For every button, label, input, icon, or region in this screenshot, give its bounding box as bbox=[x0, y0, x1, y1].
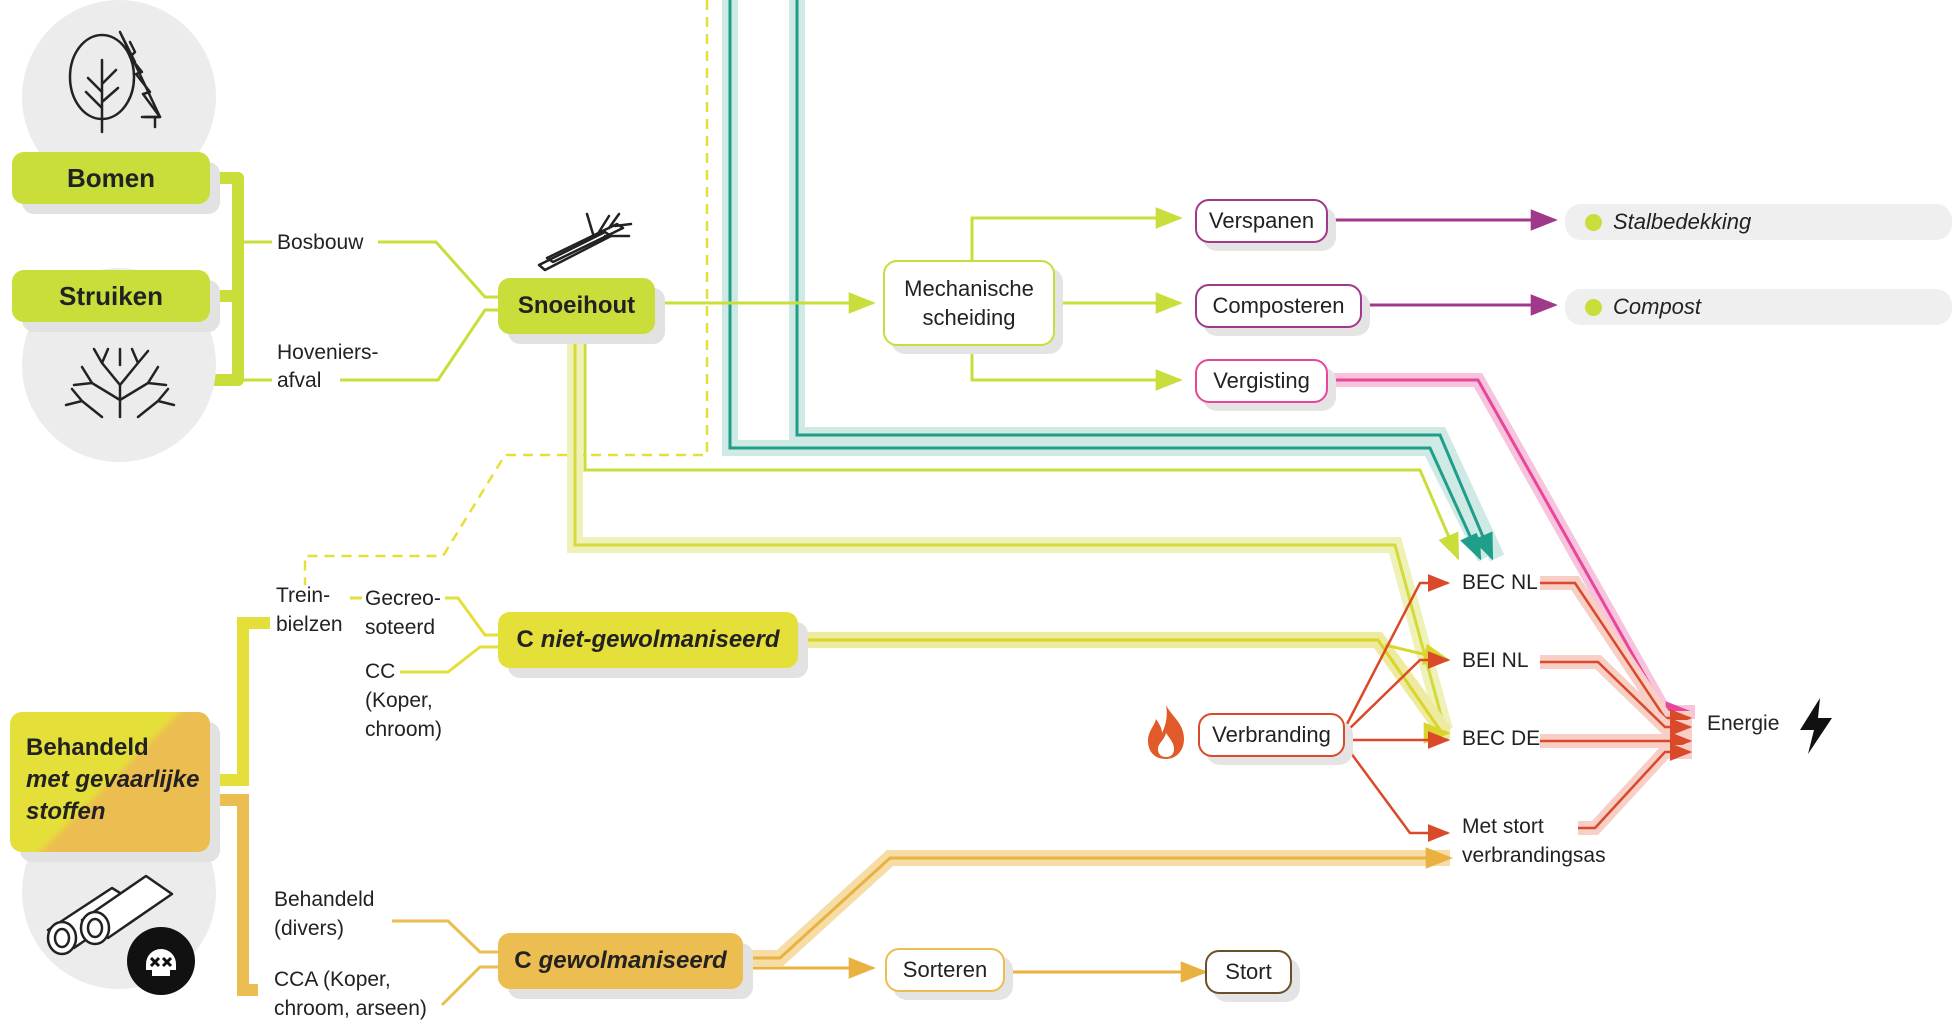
hoveniers-to-snoeihout bbox=[340, 308, 505, 382]
treinbielzen-bracket bbox=[210, 617, 270, 786]
cca-label-1: CCA (Koper, bbox=[274, 968, 391, 991]
behandeld-title: Behandeld bbox=[26, 734, 149, 761]
treinbielzen-label-1: Trein- bbox=[276, 584, 331, 607]
bec-nl-label: BEC NL bbox=[1462, 571, 1538, 594]
mech-to-vergisting bbox=[970, 345, 1183, 391]
snoeihout-box: Snoeihout bbox=[498, 278, 655, 334]
becnl-band bbox=[1540, 576, 1692, 725]
met-stort-label-1: Met stort bbox=[1462, 815, 1544, 838]
verbranding-label: Verbranding bbox=[1212, 721, 1331, 747]
sorteren-node: Sorteren bbox=[885, 948, 1005, 992]
mechanische-label-1: Mechanische bbox=[904, 276, 1034, 301]
mechanische-scheiding-node: Mechanische scheiding bbox=[883, 260, 1055, 346]
divers-to-cgew bbox=[392, 919, 500, 954]
hoveniersafval-label-1: Hoveniers- bbox=[277, 341, 379, 364]
composteren-node: Composteren bbox=[1195, 284, 1362, 328]
trees-icon bbox=[68, 30, 162, 134]
snoeihout-label: Snoeihout bbox=[517, 292, 636, 319]
c-niet-italic: niet-gewolmaniseerd bbox=[540, 626, 780, 653]
sorteren-label: Sorteren bbox=[902, 956, 988, 982]
compost-label: Compost bbox=[1613, 294, 1702, 319]
snoeihout-to-becnl bbox=[583, 335, 1460, 561]
cca-to-cgew bbox=[440, 965, 500, 1007]
cgew-to-metstort bbox=[745, 847, 1453, 960]
compost-dot bbox=[1585, 299, 1602, 316]
branches-icon bbox=[537, 212, 633, 272]
energie-label: Energie bbox=[1707, 712, 1780, 735]
metstort-band bbox=[1578, 745, 1692, 835]
stort-node: Stort bbox=[1205, 950, 1292, 994]
stalbedekking-label: Stalbedekking bbox=[1613, 209, 1752, 234]
flame-icon bbox=[1148, 705, 1184, 759]
beinl-to-energie bbox=[1540, 660, 1693, 736]
verbranding-to-becnl bbox=[1343, 574, 1451, 729]
verbranding-to-metstort bbox=[1343, 744, 1451, 842]
gecreosoteerd-label-1: Gecreo- bbox=[365, 587, 441, 610]
behandeld-divers-label-2: (divers) bbox=[274, 917, 345, 940]
skull-icon bbox=[127, 927, 195, 995]
stalbedekking-dot bbox=[1585, 214, 1602, 231]
cniet-band bbox=[800, 632, 1452, 741]
bec-de-label: BEC DE bbox=[1462, 727, 1541, 750]
vergisting-label: Vergisting bbox=[1213, 367, 1310, 393]
vergisting-node: Vergisting bbox=[1195, 359, 1328, 403]
cc-to-cniet bbox=[400, 645, 505, 674]
gecreo-to-cniet bbox=[445, 596, 505, 637]
compost-product: Compost bbox=[1565, 289, 1952, 325]
verspanen-label: Verspanen bbox=[1208, 207, 1315, 233]
mech-to-verspanen bbox=[970, 207, 1183, 260]
stalbedekking-product: Stalbedekking bbox=[1565, 204, 1952, 240]
teal-flow-line-1 bbox=[728, 0, 1482, 561]
logs-icon bbox=[46, 874, 174, 956]
mechanische-label-2: scheiding bbox=[922, 305, 1016, 330]
bomen-struiken-bracket bbox=[210, 172, 244, 386]
met-stort-label-2: verbrandingsas bbox=[1462, 844, 1606, 867]
cca-label-2: chroom, arseen) bbox=[274, 997, 427, 1020]
bomen-box: Bomen bbox=[12, 152, 210, 204]
teal-flow-band-1 bbox=[722, 0, 1493, 562]
cc-label-3: chroom) bbox=[365, 718, 443, 741]
c-gew-prefix: C bbox=[514, 947, 532, 974]
bei-nl-label: BEI NL bbox=[1462, 649, 1529, 672]
cgew-band bbox=[745, 850, 1450, 966]
cc-label-2: (Koper, bbox=[365, 689, 433, 712]
cc-label-1: CC bbox=[365, 660, 396, 683]
gecreosoteerd-label-2: soteerd bbox=[365, 616, 436, 639]
behandeld-bracket bbox=[210, 794, 258, 996]
lightning-icon bbox=[1800, 698, 1832, 754]
verspanen-node: Verspanen bbox=[1195, 199, 1328, 243]
verbranding-node: Verbranding bbox=[1198, 713, 1345, 757]
bosbouw-to-snoeihout bbox=[378, 240, 505, 299]
metstort-to-energie bbox=[1578, 743, 1693, 830]
bosbouw-label: Bosbouw bbox=[277, 231, 364, 254]
composteren-label: Composteren bbox=[1212, 292, 1345, 318]
snoeihout-line-to-becde bbox=[573, 335, 1447, 731]
behandeld-subtitle-2: stoffen bbox=[26, 798, 106, 825]
shrub-icon bbox=[64, 347, 176, 419]
struiken-label: Struiken bbox=[58, 280, 164, 311]
verbranding-to-beinl bbox=[1344, 651, 1451, 734]
struiken-box: Struiken bbox=[12, 270, 210, 322]
hoveniersafval-label-2: afval bbox=[277, 369, 322, 392]
behandeld-subtitle-1: met gevaarlijke bbox=[26, 766, 200, 793]
behandeld-divers-label-1: Behandeld bbox=[274, 888, 375, 911]
behandeld-box: Behandeld met gevaarlijke stoffen bbox=[10, 712, 210, 852]
dashed-flow bbox=[303, 0, 709, 585]
teal-flow-line-2 bbox=[795, 0, 1494, 561]
c-niet-prefix: C bbox=[516, 626, 534, 653]
stort-label: Stort bbox=[1225, 958, 1272, 984]
c-gew-italic: gewolmaniseerd bbox=[538, 947, 727, 974]
treinbielzen-label-2: bielzen bbox=[276, 613, 343, 636]
bomen-label: Bomen bbox=[66, 162, 156, 193]
